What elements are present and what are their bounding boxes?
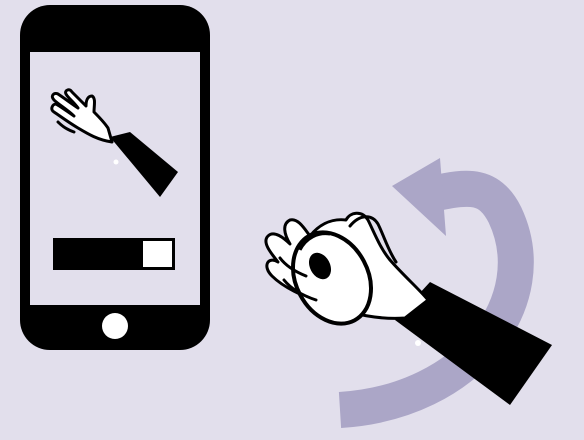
home-button-icon — [102, 313, 128, 339]
smartphone-icon — [20, 5, 210, 350]
progress-bar-icon — [53, 238, 175, 270]
